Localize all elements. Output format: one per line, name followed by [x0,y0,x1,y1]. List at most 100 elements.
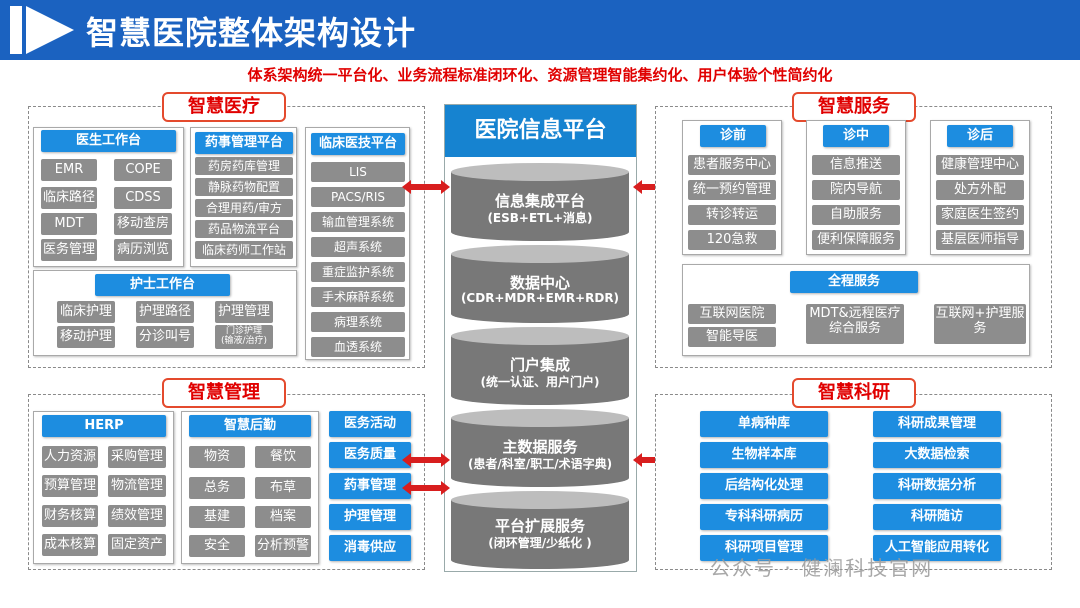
service-mid-item: 便利保障服务 [812,230,900,250]
nurse-item: 临床护理 [57,301,115,323]
clinical-item: LIS [311,162,405,182]
herp-item: 固定资产 [108,534,166,556]
platform-layer-name: 平台扩展服务 [494,517,585,535]
doctor-item: COPE [114,159,172,181]
clinical-item: 重症监护系统 [311,262,405,282]
service-mid-item: 院内导航 [812,180,900,200]
watermark: 公众号 · 健澜科技官网 [710,556,934,580]
service-full-item: MDT&远程医疗综合服务 [806,304,904,344]
page-title: 智慧医院整体架构设计 [86,14,417,52]
research-item: 专科科研病历 [700,504,828,530]
service-full-title: 全程服务 [790,271,918,293]
service-mid-item: 自助服务 [812,205,900,225]
platform-layer-sub: (统一认证、用户门户) [480,375,600,389]
herp-title: HERP [42,415,166,437]
header-chevron-icon [26,6,74,54]
platform-title: 医院信息平台 [445,105,636,157]
logistics-item: 总务 [189,477,245,499]
double-arrow-icon [402,180,450,194]
nurse-item: 护理管理 [215,301,273,323]
research-item: 大数据检索 [873,442,1001,468]
clinical-item: 手术麻醉系统 [311,287,405,307]
management-item: 医务活动 [329,411,411,437]
doctor-item: 病历浏览 [114,239,172,261]
service-full-item: 互联网+护理服务 [934,304,1026,344]
platform-layer-sub: (CDR+MDR+EMR+RDR) [460,291,620,305]
service-pre-item: 转诊转运 [688,205,776,225]
herp-item: 成本核算 [42,534,98,556]
doctor-item: 临床路径 [41,187,97,209]
clinical-item: PACS/RIS [311,187,405,207]
research-item: 科研成果管理 [873,411,1001,437]
nurse-item: 护理路径 [136,301,194,323]
platform-layer-sub: (闭环管理/少纸化 ) [488,536,592,550]
logistics-item: 餐饮 [255,446,311,468]
research-item: 后结构化处理 [700,473,828,499]
herp-item: 财务核算 [42,505,98,527]
service-post-item: 基层医师指导 [936,230,1024,250]
service-post-item: 家庭医生签约 [936,205,1024,225]
logistics-item: 分析预警 [255,535,311,557]
platform-layer-sub: (患者/科室/职工/术语字典) [467,457,613,471]
platform-layer-sub: (ESB+ETL+消息) [487,211,593,225]
logistics-item: 档案 [255,506,311,528]
service-pre-title: 诊前 [700,125,766,147]
management-item: 消毒供应 [329,535,411,561]
service-post-item: 健康管理中心 [936,155,1024,175]
research-item: 单病种库 [700,411,828,437]
management-item: 护理管理 [329,504,411,530]
clinical-item: 病理系统 [311,312,405,332]
service-mid-title: 诊中 [823,125,889,147]
platform-layer-integration: 信息集成平台 (ESB+ETL+消息) [451,163,629,241]
research-item: 生物样本库 [700,442,828,468]
clinical-item: 血透系统 [311,337,405,357]
cylinder-shape [451,163,629,241]
service-full-item: 智能导医 [688,327,776,347]
service-pre-item: 患者服务中心 [688,155,776,175]
clinical-item: 输血管理系统 [311,212,405,232]
nurse-item: 门诊护理(输液/治疗) [215,325,273,349]
region-label-medical: 智慧医疗 [162,92,286,122]
service-full-item: 互联网医院 [688,304,776,324]
pharmacy-item: 药房药库管理 [195,157,293,175]
pharmacy-item: 静脉药物配置 [195,178,293,196]
research-item: 科研项目管理 [700,535,828,561]
region-label-management: 智慧管理 [162,378,286,408]
logistics-item: 安全 [189,535,245,557]
platform-layer-extension: 平台扩展服务 (闭环管理/少纸化 ) [451,491,629,569]
nurse-workstation-title: 护士工作台 [95,274,230,296]
clinical-title: 临床医技平台 [311,133,405,155]
research-item: 科研随访 [873,504,1001,530]
page-subtitle: 体系架构统一平台化、业务流程标准闭环化、资源管理智能集约化、用户体验个性简约化 [247,66,833,84]
header-stripe [10,6,22,54]
logistics-item: 布草 [255,477,311,499]
platform-layer-portal: 门户集成 (统一认证、用户门户) [451,327,629,405]
management-item: 药事管理 [329,473,411,499]
platform-layer-masterdata: 主数据服务 (患者/科室/职工/术语字典) [451,409,629,487]
service-pre-item: 统一预约管理 [688,180,776,200]
logistics-item: 基建 [189,506,245,528]
pharmacy-title: 药事管理平台 [195,132,293,154]
clinical-item: 超声系统 [311,237,405,257]
cylinder-shape [451,245,629,323]
nurse-item: 移动护理 [57,326,115,348]
cylinder-shape [451,327,629,405]
region-label-research: 智慧科研 [792,378,916,408]
doctor-workstation-title: 医生工作台 [41,130,176,152]
pharmacy-item: 临床药师工作站 [195,241,293,259]
platform-layer-datacenter: 数据中心 (CDR+MDR+EMR+RDR) [451,245,629,323]
doctor-item: EMR [41,159,97,181]
doctor-item: CDSS [114,187,172,209]
service-pre-item: 120急救 [688,230,776,250]
logistics-item: 物资 [189,446,245,468]
service-mid-item: 信息推送 [812,155,900,175]
double-arrow-icon [402,453,450,467]
management-item: 医务质量 [329,442,411,468]
herp-item: 物流管理 [108,475,166,497]
herp-item: 绩效管理 [108,505,166,527]
research-item: 人工智能应用转化 [873,535,1001,561]
pharmacy-item: 合理用药/审方 [195,199,293,217]
herp-item: 人力资源 [42,446,98,468]
platform-layer-name: 数据中心 [509,274,570,292]
nurse-item: 分诊叫号 [136,326,194,348]
